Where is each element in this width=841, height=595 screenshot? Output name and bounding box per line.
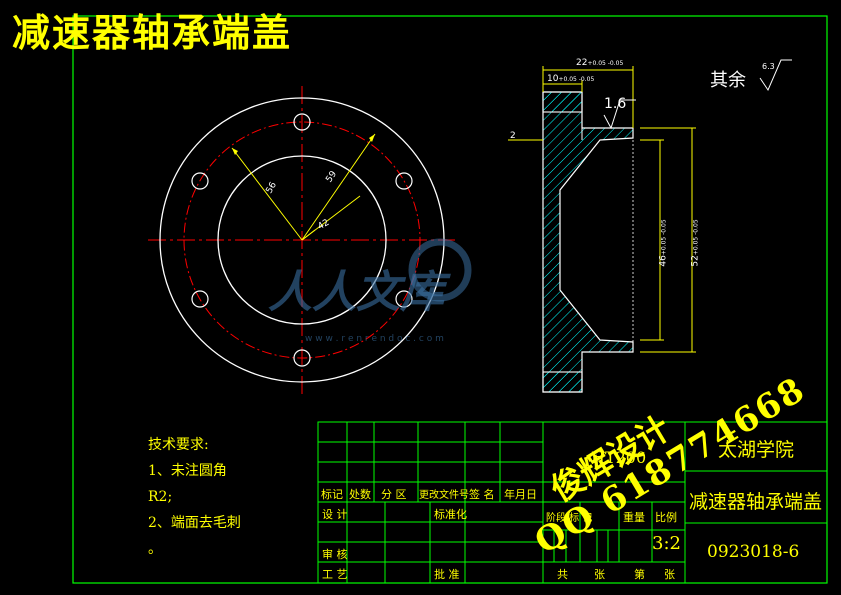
tb-label: 处数 xyxy=(349,488,371,501)
tb-label: 标准化 xyxy=(434,508,467,521)
tech-line: 2、端面去毛刺 xyxy=(148,515,241,531)
section-view xyxy=(508,59,792,393)
tech-line: R2; xyxy=(148,489,173,505)
bolt-hole xyxy=(191,172,209,190)
drawing-title: 减速器轴承端盖 xyxy=(12,10,293,55)
tb-label: 张 xyxy=(664,568,675,581)
tech-heading: 技术要求: xyxy=(148,437,209,453)
tb-label: 重量 xyxy=(623,511,645,524)
front-view xyxy=(148,86,455,395)
tb-label: 第 xyxy=(634,568,645,581)
tb-label: 比例 xyxy=(655,511,677,524)
section-hatch xyxy=(542,91,634,393)
drawing-number: 0923018-6 xyxy=(707,542,800,562)
roughness-value: 6.3 xyxy=(762,62,775,71)
school-name: 太湖学院 xyxy=(718,439,795,461)
title-block-grid xyxy=(317,421,828,584)
bolt-hole xyxy=(293,113,311,131)
tb-label: 批 准 xyxy=(434,568,460,581)
tb-label: 分 区 xyxy=(381,488,407,501)
tb-label: 设 计 xyxy=(322,508,348,521)
tb-label: 张 xyxy=(594,568,605,581)
tb-label: 阶段 标 记 xyxy=(546,513,593,524)
dim-52: 52+0.05 -0.05 xyxy=(690,219,701,267)
bolt-hole xyxy=(293,349,311,367)
tb-label: 签 名 xyxy=(469,488,495,501)
dim-10: 10+0.05 -0.05 xyxy=(547,74,595,84)
roughness-note: 其余 xyxy=(710,70,746,91)
dim-2: 2 xyxy=(510,131,516,141)
tb-label: 更改文件号 xyxy=(419,490,469,501)
tb-label: 审 核 xyxy=(322,548,348,561)
part-name: 减速器轴承端盖 xyxy=(689,491,823,513)
tb-label: 工 艺 xyxy=(322,568,348,581)
tech-requirements: 技术要求: 1、未注圆角 R2; 2、端面去毛刺 。 xyxy=(148,432,241,562)
dim-46: 46+0.05 -0.05 xyxy=(658,219,669,267)
site-watermark-url: w w w . r e n r e n d o c . c o m xyxy=(305,334,444,344)
tb-label: 标记 xyxy=(321,488,343,501)
tb-label: 共 xyxy=(557,568,568,581)
material: HT200 xyxy=(591,448,647,467)
inner-circle xyxy=(217,155,387,325)
scale: 3:2 xyxy=(652,533,681,554)
site-watermark: 人人文库 xyxy=(268,267,444,318)
tb-label: 年月日 xyxy=(504,488,537,501)
bolt-circle xyxy=(183,121,421,359)
dim-22: 22+0.05 -0.05 xyxy=(576,58,624,68)
bolt-hole xyxy=(395,172,413,190)
tech-line: 。 xyxy=(148,541,162,557)
bolt-hole xyxy=(395,290,413,308)
bolt-hole xyxy=(191,290,209,308)
tech-line: 1、未注圆角 xyxy=(148,463,227,479)
site-logo xyxy=(408,238,472,302)
roughness-local: 1.6 xyxy=(604,96,627,112)
